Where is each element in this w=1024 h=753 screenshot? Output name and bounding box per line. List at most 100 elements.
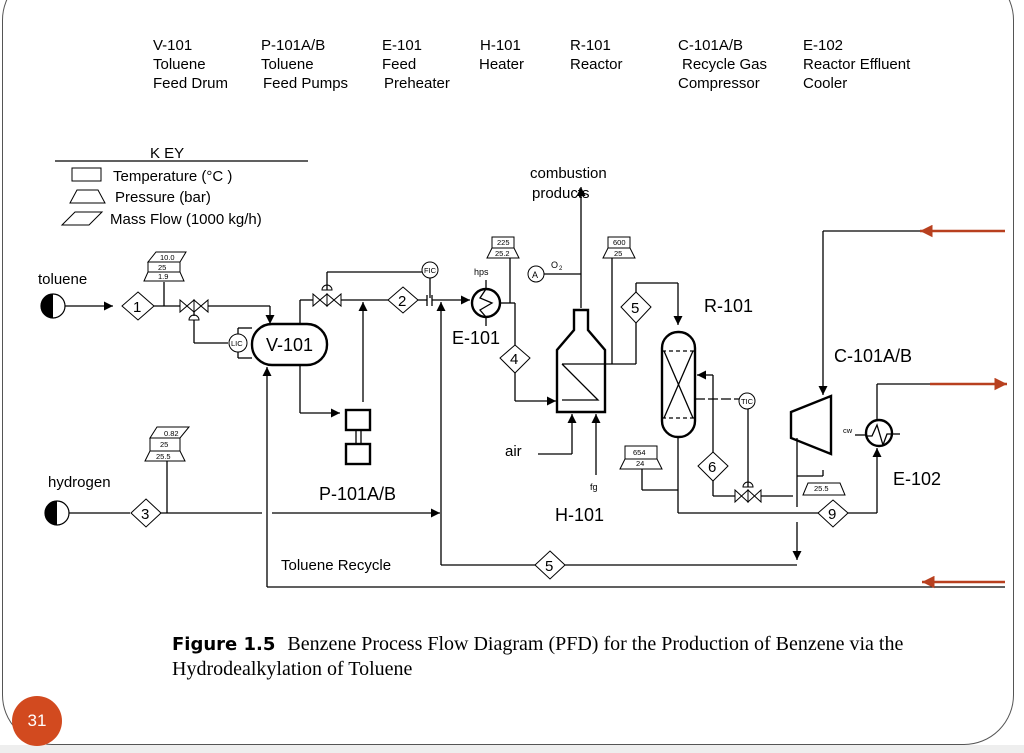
header-desc: Compressor [678, 75, 760, 92]
e101-label: E-101 [452, 328, 500, 348]
temperature-value: 25 [160, 440, 168, 449]
figure-caption-text: Benzene Process Flow Diagram (PFD) for t… [172, 633, 904, 680]
control-valve-icon [734, 488, 749, 504]
lic-controller: LIC [228, 327, 252, 359]
key-title: K EY [150, 145, 184, 162]
fuel-gas-label: fg [590, 482, 598, 492]
pressure-key-icon [69, 189, 106, 204]
fic-label: FIC [424, 266, 437, 275]
header-tag: V-101 [153, 37, 192, 54]
stream-number: 4 [510, 351, 518, 368]
stream-number: 5 [631, 300, 639, 317]
e102-label: E-102 [893, 469, 941, 489]
stream-5-marker [534, 550, 566, 580]
flow-tag [146, 251, 187, 263]
header-p101: P-101A/B Toluene Feed Pumps [261, 37, 348, 92]
fic-control-loop: FIC 2 [312, 261, 470, 565]
header-desc: Feed Drum [153, 75, 228, 92]
combustion-outlet: A O 2 combustion products [527, 165, 607, 308]
header-tag: H-101 [480, 37, 521, 54]
header-desc: Toluene [261, 56, 314, 73]
e102-cooler: cw 9 E-102 [817, 383, 941, 528]
pressure-value: 25.5 [814, 484, 829, 493]
control-valve-icon [312, 292, 328, 308]
o2-subscript: 2 [559, 266, 563, 272]
header-v101: V-101 Toluene Feed Drum [153, 37, 228, 92]
pressure-value: 1.9 [158, 272, 168, 281]
cw-label: cw [843, 426, 853, 435]
stream-9-marker [817, 499, 849, 528]
slide-frame [2, 0, 1014, 745]
stream-3-marker [130, 498, 162, 528]
e101-preheater: hps E-101 225 25.2 4 [452, 236, 556, 406]
stream-number: 3 [141, 506, 149, 523]
lic-label: LIC [231, 339, 243, 348]
stream-number: 2 [398, 293, 406, 310]
v101-label: V-101 [266, 335, 313, 355]
flow-value: 10.0 [160, 253, 175, 262]
header-r101: R-101 Reactor [570, 37, 623, 73]
key-label: Temperature (°C ) [113, 168, 232, 185]
combustion-label: products [532, 185, 590, 202]
header-e102: E-102 Reactor Effluent Cooler [803, 37, 911, 92]
header-e101: E-101 Feed Preheater [382, 37, 450, 92]
o2-label: O [551, 260, 558, 270]
header-tag: E-101 [382, 37, 422, 54]
header-tag: C-101A/B [678, 37, 743, 54]
equipment-header: V-101 Toluene Feed Drum P-101A/B Toluene… [153, 37, 911, 92]
header-tag: E-102 [803, 37, 843, 54]
toluene-label: toluene [38, 271, 87, 288]
tic-label: TIC [741, 397, 754, 406]
key-label: Mass Flow (1000 kg/h) [110, 211, 262, 228]
flow-value: 0.82 [164, 429, 179, 438]
pressure-value: 24 [636, 459, 644, 468]
h101-label: H-101 [555, 505, 604, 525]
pressure-value: 25 [614, 249, 622, 258]
slide-footer-bar [0, 745, 1024, 753]
p101-label: P-101A/B [319, 484, 396, 504]
temperature-value: 25 [158, 263, 166, 272]
hps-label: hps [474, 267, 489, 277]
header-desc: Reactor [570, 56, 623, 73]
control-valve-icon [179, 298, 195, 314]
temperature-key-icon [71, 167, 102, 182]
c101-label: C-101A/B [834, 346, 912, 366]
header-desc: Feed [382, 56, 416, 73]
header-desc: Feed Pumps [263, 75, 348, 92]
temperature-value: 225 [497, 238, 510, 247]
stream-number: 9 [828, 506, 836, 523]
header-desc: Cooler [803, 75, 847, 92]
toluene-recycle-label: Toluene Recycle [281, 557, 391, 574]
header-desc: Heater [479, 56, 524, 73]
header-h101: H-101 Heater [479, 37, 524, 73]
hydrogen-label: hydrogen [48, 474, 111, 491]
stream-2-marker [387, 286, 419, 314]
toluene-recycle: Toluene Recycle 5 [267, 550, 1005, 588]
header-desc: Recycle Gas [682, 56, 767, 73]
page-number-badge: 31 [12, 696, 62, 746]
hydrogen-feed: hydrogen 3 0.82 25 25.5 [44, 426, 440, 528]
stream-number: 5 [545, 558, 553, 575]
combustion-label: combustion [530, 165, 607, 182]
p101-pump: P-101A/B [319, 408, 396, 504]
header-tag: P-101A/B [261, 37, 325, 54]
figure-number: Figure 1.5 [172, 634, 276, 655]
temperature-value: 600 [613, 238, 626, 247]
pressure-value: 25.2 [495, 249, 510, 258]
analyzer-label: A [532, 270, 538, 280]
header-desc: Reactor Effluent [803, 56, 911, 73]
air-label: air [505, 443, 522, 460]
slide-annotations [920, 224, 1007, 589]
c101-compressor: C-101A/B 25.5 [789, 230, 920, 560]
key-label: Pressure (bar) [115, 189, 211, 206]
toluene-feed: toluene 1 10.0 25 1.9 [38, 251, 275, 344]
header-desc: Preheater [384, 75, 450, 92]
header-c101: C-101A/B Recycle Gas Compressor [678, 37, 767, 92]
feed-source-half [41, 294, 53, 318]
stream-6-marker [620, 291, 652, 324]
stream-1-marker [121, 291, 155, 321]
legend-key: K EY Temperature (°C ) Pressure (bar) Ma… [55, 145, 308, 228]
v101-feed-drum: V-101 [250, 299, 340, 587]
